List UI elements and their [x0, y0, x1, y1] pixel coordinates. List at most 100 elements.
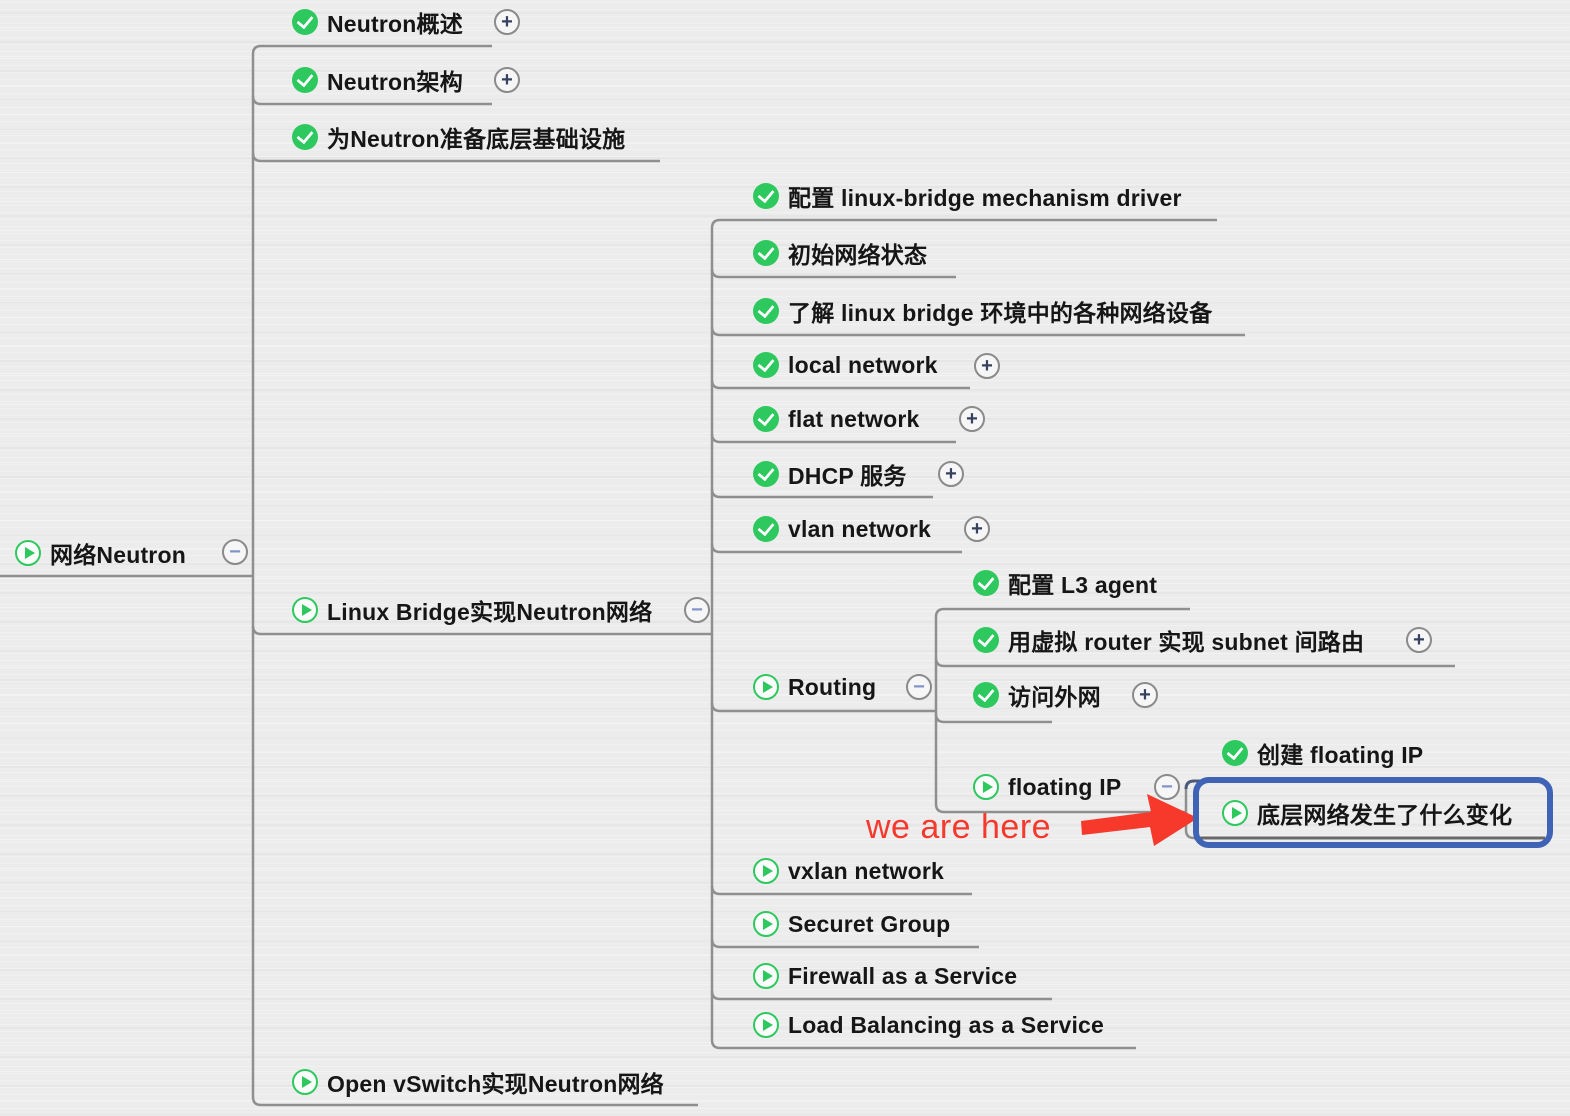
status-done-icon — [973, 627, 999, 653]
expand-button-access-external-network[interactable]: + — [1132, 682, 1158, 708]
node-securet-group[interactable]: Securet Group — [753, 908, 950, 940]
node-label: vlan network — [788, 515, 931, 542]
node-neutron-architecture[interactable]: Neutron架构 — [292, 64, 463, 96]
node-label: Securet Group — [788, 910, 951, 937]
we-are-here-arrow — [1081, 794, 1198, 846]
node-access-external-network[interactable]: 访问外网 — [973, 679, 1101, 711]
node-local-network[interactable]: local network — [753, 349, 938, 381]
we-are-here-annotation: we are here — [866, 808, 1052, 846]
node-prepare-infrastructure[interactable]: 为Neutron准备底层基础设施 — [292, 121, 625, 153]
status-done-icon — [753, 406, 779, 432]
status-in-progress-icon — [973, 774, 999, 800]
node-underlying-network-changes[interactable]: 底层网络发生了什么变化 — [1222, 797, 1512, 829]
collapse-glyph: − — [1161, 776, 1173, 798]
node-create-floating-ip[interactable]: 创建 floating IP — [1222, 737, 1423, 769]
current-topic-highlight — [1193, 777, 1553, 848]
status-in-progress-icon — [753, 674, 779, 700]
node-label: 为Neutron准备底层基础设施 — [327, 126, 626, 152]
node-label: local network — [788, 351, 938, 378]
expand-button-flat-network[interactable]: + — [959, 406, 985, 432]
expand-glyph: + — [981, 355, 993, 377]
status-in-progress-icon — [753, 911, 779, 937]
node-floating-ip[interactable]: floating IP — [973, 771, 1121, 803]
node-virtual-router-subnet[interactable]: 用虚拟 router 实现 subnet 间路由 — [973, 624, 1364, 656]
status-in-progress-icon — [753, 963, 779, 989]
node-vlan-network[interactable]: vlan network — [753, 513, 931, 545]
status-in-progress-icon — [753, 858, 779, 884]
status-done-icon — [753, 516, 779, 542]
node-label: Firewall as a Service — [788, 962, 1018, 989]
expand-glyph: + — [966, 408, 978, 430]
node-label: 底层网络发生了什么变化 — [1257, 802, 1513, 828]
node-linux-bridge[interactable]: Linux Bridge实现Neutron网络 — [292, 594, 652, 626]
node-label: 创建 floating IP — [1257, 742, 1424, 768]
node-label: Neutron概述 — [327, 11, 463, 37]
collapse-button-linux-bridge[interactable]: − — [684, 597, 710, 623]
node-label: DHCP 服务 — [788, 463, 907, 489]
node-label: Routing — [788, 673, 877, 700]
node-load-balancing-as-a-service[interactable]: Load Balancing as a Service — [753, 1009, 1104, 1041]
collapse-glyph: − — [229, 541, 241, 563]
collapse-button-routing[interactable]: − — [906, 674, 932, 700]
status-done-icon — [753, 461, 779, 487]
node-vxlan-network[interactable]: vxlan network — [753, 855, 944, 887]
status-in-progress-icon — [292, 597, 318, 623]
node-config-l3-agent[interactable]: 配置 L3 agent — [973, 567, 1157, 599]
node-label: 网络Neutron — [50, 542, 186, 568]
status-done-icon — [753, 183, 779, 209]
expand-button-local-network[interactable]: + — [974, 353, 1000, 379]
status-done-icon — [973, 682, 999, 708]
node-dhcp-service[interactable]: DHCP 服务 — [753, 458, 907, 490]
expand-button-neutron-architecture[interactable]: + — [494, 67, 520, 93]
status-in-progress-icon — [15, 540, 41, 566]
node-firewall-as-a-service[interactable]: Firewall as a Service — [753, 960, 1017, 992]
node-label: 初始网络状态 — [788, 242, 928, 268]
node-label: vxlan network — [788, 857, 944, 884]
status-in-progress-icon — [1222, 800, 1248, 826]
node-label: 配置 linux-bridge mechanism driver — [788, 185, 1182, 211]
node-routing[interactable]: Routing — [753, 671, 876, 703]
status-in-progress-icon — [753, 1012, 779, 1038]
expand-glyph: + — [501, 11, 513, 33]
expand-button-neutron-overview[interactable]: + — [494, 9, 520, 35]
node-open-vswitch[interactable]: Open vSwitch实现Neutron网络 — [292, 1066, 664, 1098]
status-done-icon — [753, 240, 779, 266]
node-label: 用虚拟 router 实现 subnet 间路由 — [1008, 629, 1365, 655]
status-done-icon — [753, 298, 779, 324]
status-done-icon — [1222, 740, 1248, 766]
node-label: flat network — [788, 405, 920, 432]
status-done-icon — [292, 67, 318, 93]
node-label: floating IP — [1008, 773, 1122, 800]
expand-glyph: + — [501, 69, 513, 91]
expand-glyph: + — [1139, 684, 1151, 706]
node-label: Linux Bridge实现Neutron网络 — [327, 599, 653, 625]
node-root[interactable]: 网络Neutron — [15, 537, 186, 569]
expand-button-virtual-router-subnet[interactable]: + — [1406, 627, 1432, 653]
expand-glyph: + — [971, 518, 983, 540]
expand-button-vlan-network[interactable]: + — [964, 516, 990, 542]
node-label: 了解 linux bridge 环境中的各种网络设备 — [788, 300, 1213, 326]
node-initial-network-state[interactable]: 初始网络状态 — [753, 237, 927, 269]
status-done-icon — [753, 352, 779, 378]
node-linux-bridge-devices[interactable]: 了解 linux bridge 环境中的各种网络设备 — [753, 295, 1212, 327]
node-label: Open vSwitch实现Neutron网络 — [327, 1071, 664, 1097]
node-config-linux-bridge-driver[interactable]: 配置 linux-bridge mechanism driver — [753, 180, 1182, 212]
node-label: Load Balancing as a Service — [788, 1011, 1105, 1038]
node-label: 配置 L3 agent — [1008, 572, 1158, 598]
status-done-icon — [973, 570, 999, 596]
node-flat-network[interactable]: flat network — [753, 403, 919, 435]
node-neutron-overview[interactable]: Neutron概述 — [292, 6, 463, 38]
status-done-icon — [292, 9, 318, 35]
collapse-button-root[interactable]: − — [222, 539, 248, 565]
collapse-button-floating-ip[interactable]: − — [1154, 774, 1180, 800]
node-label: 访问外网 — [1008, 684, 1101, 710]
status-in-progress-icon — [292, 1069, 318, 1095]
expand-button-dhcp-service[interactable]: + — [938, 461, 964, 487]
collapse-glyph: − — [691, 599, 703, 621]
status-done-icon — [292, 124, 318, 150]
node-label: Neutron架构 — [327, 69, 463, 95]
expand-glyph: + — [1413, 629, 1425, 651]
collapse-glyph: − — [913, 676, 925, 698]
